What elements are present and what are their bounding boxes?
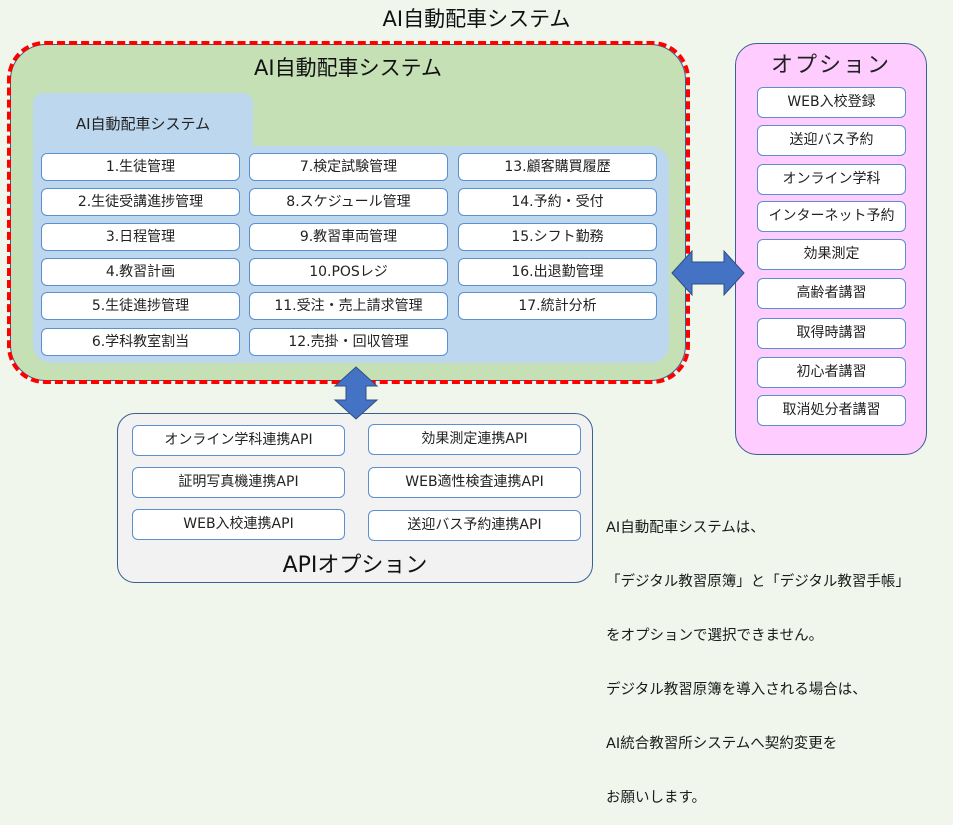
option-item[interactable]: インターネット予約 bbox=[757, 201, 906, 232]
option-item[interactable]: 取得時講習 bbox=[757, 318, 906, 349]
option-item[interactable]: 初心者講習 bbox=[757, 357, 906, 388]
note-line: 「デジタル教習原簿」と「デジタル教習手帳」 bbox=[606, 574, 910, 590]
module-4[interactable]: 4.教習計画 bbox=[41, 258, 240, 286]
api-item[interactable]: 証明写真機連携API bbox=[132, 467, 345, 498]
module-7[interactable]: 7.検定試験管理 bbox=[249, 153, 448, 181]
note-line: AI自動配車システムは、 bbox=[606, 520, 765, 536]
system-tab-label: AI自動配車システム bbox=[75, 115, 211, 133]
vertical-double-arrow-icon bbox=[333, 366, 379, 420]
api-item[interactable]: WEB入校連携API bbox=[132, 509, 345, 540]
module-12[interactable]: 12.売掛・回収管理 bbox=[249, 328, 448, 356]
module-15[interactable]: 15.シフト勤務 bbox=[458, 223, 657, 251]
module-17[interactable]: 17.統計分析 bbox=[458, 292, 657, 320]
module-8[interactable]: 8.スケジュール管理 bbox=[249, 188, 448, 216]
main-system-title: AI自動配車システム bbox=[254, 56, 442, 80]
api-item[interactable]: 効果測定連携API bbox=[368, 424, 581, 455]
module-panel: 1.生徒管理 2.生徒受講進捗管理 3.日程管理 4.教習計画 5.生徒進捗管理… bbox=[33, 146, 669, 363]
page-title: AI自動配車システム bbox=[382, 7, 571, 31]
option-item[interactable]: 送迎バス予約 bbox=[757, 125, 906, 156]
module-10[interactable]: 10.POSレジ bbox=[249, 258, 448, 286]
module-14[interactable]: 14.予約・受付 bbox=[458, 188, 657, 216]
note-text: AI自動配車システムは、 「デジタル教習原簿」と「デジタル教習手帳」 をオプショ… bbox=[606, 483, 953, 825]
horizontal-double-arrow-icon bbox=[671, 249, 745, 297]
option-item[interactable]: オンライン学科 bbox=[757, 164, 906, 195]
option-item[interactable]: 効果測定 bbox=[757, 239, 906, 270]
module-9[interactable]: 9.教習車両管理 bbox=[249, 223, 448, 251]
note-line: デジタル教習原簿を導入される場合は、 bbox=[606, 682, 867, 698]
module-2[interactable]: 2.生徒受講進捗管理 bbox=[41, 188, 240, 216]
api-options-title: APIオプション bbox=[282, 553, 428, 578]
note-line: AI統合教習所システムへ契約変更を bbox=[606, 736, 838, 752]
api-item[interactable]: オンライン学科連携API bbox=[132, 425, 345, 456]
api-item[interactable]: 送迎バス予約連携API bbox=[368, 510, 581, 541]
module-1[interactable]: 1.生徒管理 bbox=[41, 153, 240, 181]
module-5[interactable]: 5.生徒進捗管理 bbox=[41, 292, 240, 320]
module-11[interactable]: 11.受注・売上請求管理 bbox=[249, 292, 448, 320]
module-16[interactable]: 16.出退勤管理 bbox=[458, 258, 657, 286]
api-options-box: オンライン学科連携API 証明写真機連携API WEB入校連携API 効果測定連… bbox=[117, 413, 593, 583]
note-line: お願いします。 bbox=[606, 790, 707, 806]
option-item[interactable]: WEB入校登録 bbox=[757, 87, 906, 118]
options-title: オプション bbox=[770, 53, 891, 78]
module-13[interactable]: 13.顧客購買履歴 bbox=[458, 153, 657, 181]
option-item[interactable]: 取消処分者講習 bbox=[757, 395, 906, 426]
note-line: をオプションで選択できません。 bbox=[606, 628, 824, 644]
option-item[interactable]: 高齢者講習 bbox=[757, 278, 906, 309]
api-item[interactable]: WEB適性検査連携API bbox=[368, 467, 581, 498]
module-3[interactable]: 3.日程管理 bbox=[41, 223, 240, 251]
module-6[interactable]: 6.学科教室割当 bbox=[41, 328, 240, 356]
